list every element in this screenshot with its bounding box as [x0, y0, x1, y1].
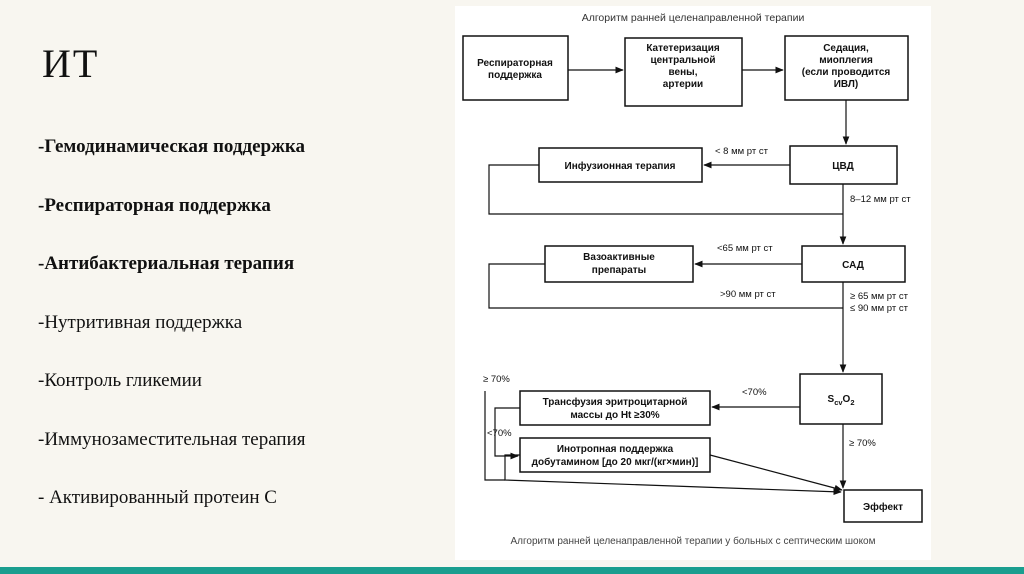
box-map: САД	[801, 245, 906, 283]
box-infusion: Инфузионная терапия	[538, 147, 703, 183]
label-loop-ok: ≥ 70%	[483, 374, 510, 385]
box-text: САД	[842, 260, 864, 271]
loop-line	[494, 407, 520, 460]
arrow	[709, 454, 843, 492]
figure-caption: Алгоритм ранней целенаправленной терапии…	[511, 535, 876, 547]
list-item: -Гемодинамическая поддержка	[38, 136, 306, 157]
label-map-low: <65 мм рт ст	[717, 243, 773, 254]
box-scvo2: ScvO2	[799, 373, 883, 425]
box-text: центральной	[650, 55, 715, 66]
box-text: Инотропная поддержка	[557, 444, 674, 455]
loop-line	[504, 454, 842, 496]
label-map-high: >90 мм рт ст	[720, 289, 776, 300]
figure-title: Алгоритм ранней целенаправленной терапии	[582, 12, 805, 24]
box-text: Респираторная	[477, 58, 553, 69]
list-item: -Иммунозаместительная терапия	[38, 428, 306, 450]
box-text: ИВЛ)	[834, 79, 859, 90]
list-item: - Активированный протеин С	[38, 487, 277, 508]
box-text: (если проводится	[802, 67, 891, 78]
box-text: миоплегия	[819, 55, 873, 66]
flowchart: Алгоритм ранней целенаправленной терапии…	[462, 12, 923, 547]
box-vasoactive: Вазоактивные препараты	[544, 245, 694, 283]
list-item: -Антибактериальная терапия	[38, 253, 295, 274]
loop-line	[484, 391, 505, 481]
box-effect: Эффект	[843, 489, 923, 523]
box-text: Седация,	[823, 43, 869, 54]
label-map-ok-1: ≥ 65 мм рт ст	[850, 291, 909, 302]
label-scvo2-low: <70%	[742, 387, 767, 398]
box-sedation: Седация, миоплегия (если проводится ИВЛ)	[784, 35, 909, 101]
therapy-list: -Гемодинамическая поддержка -Респираторн…	[38, 133, 306, 543]
box-catheterization: Катетеризация центральной вены, артерии	[624, 37, 743, 107]
box-text: препараты	[592, 265, 646, 276]
box-text: вены,	[669, 67, 698, 78]
algorithm-figure: Алгоритм ранней целенаправленной терапии…	[455, 6, 931, 560]
label-cvp-low: < 8 мм рт ст	[715, 146, 769, 157]
box-respiratory-support: Респираторная поддержка	[462, 35, 569, 101]
bottom-accent-bar	[0, 567, 1024, 574]
scvo2-o: O	[843, 394, 851, 405]
box-transfusion: Трансфузия эритроцитарной массы до Ht ≥3…	[519, 390, 711, 426]
loop-line	[488, 263, 843, 309]
box-cvp: ЦВД	[789, 145, 898, 185]
box-text: поддержка	[488, 70, 542, 81]
list-item: -Контроль гликемии	[38, 370, 202, 391]
scvo2-2: 2	[850, 398, 854, 407]
box-text: Трансфузия эритроцитарной	[543, 396, 688, 408]
box-text: Инфузионная терапия	[565, 160, 676, 172]
box-text: добутамином [до 20 мкг/(кг×мин)]	[532, 456, 699, 468]
list-item: -Респираторная поддержка	[38, 194, 271, 216]
label-cvp-ok: 8–12 мм рт ст	[850, 194, 911, 205]
box-text: ЦВД	[832, 161, 854, 172]
label-scvo2-ok: ≥ 70%	[849, 438, 876, 449]
box-text: Катетеризация	[646, 43, 720, 54]
box-text: Вазоактивные	[583, 252, 655, 263]
scvo2-cv: cv	[834, 398, 843, 407]
box-text: артерии	[663, 79, 703, 90]
slide-title: ИТ	[42, 41, 100, 86]
svg-text:ScvO2: ScvO2	[828, 394, 855, 407]
label-map-ok-2: ≤ 90 мм рт ст	[850, 303, 909, 314]
box-inotropic: Инотропная поддержка добутамином [до 20 …	[519, 437, 711, 473]
box-text: Эффект	[863, 501, 903, 513]
scvo2-s: S	[828, 394, 835, 405]
list-item: -Нутритивная поддержка	[38, 311, 243, 333]
label-loop-low: <70%	[487, 428, 512, 439]
loop-line	[488, 164, 843, 215]
box-text: массы до Ht ≥30%	[570, 410, 659, 421]
